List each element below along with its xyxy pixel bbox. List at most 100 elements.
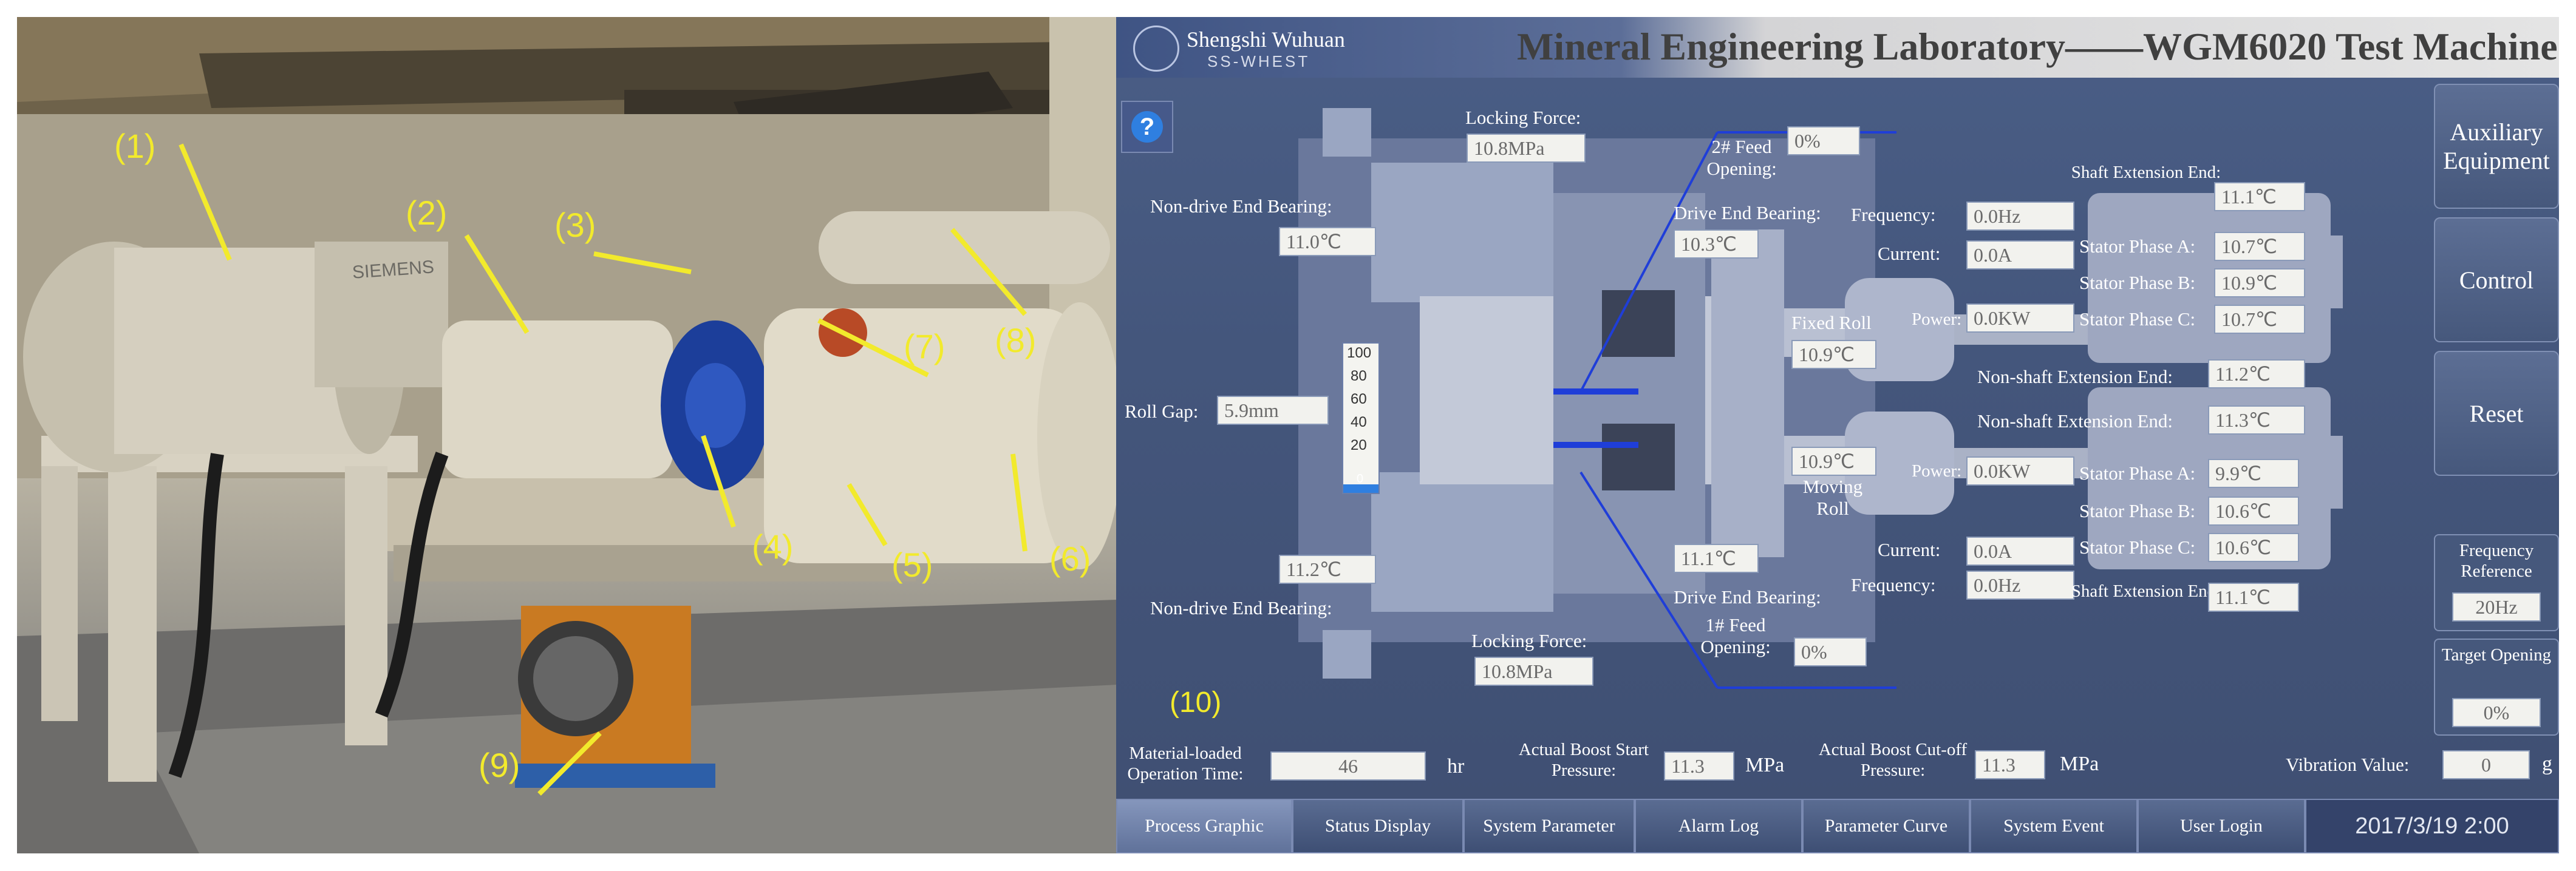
non-drive-bearing-bottom-value: 11.2℃ [1279,555,1376,584]
current-top-value: 0.0A [1966,240,2074,269]
frequency-reference-value[interactable]: 20Hz [2452,592,2541,622]
scale-tick: 0 [1357,472,1364,486]
help-icon: ? [1131,111,1163,143]
photo-label-4: (4) [752,527,794,566]
drive-bearing-top-value: 10.3℃ [1674,229,1759,259]
roll-gap-value: 5.9mm [1217,396,1329,425]
stator-c-top-value: 10.7℃ [2214,305,2305,334]
vibration-value: 0 [2442,750,2530,779]
feed-opening-2-value: 0% [1787,126,1860,155]
frequency-bottom-value: 0.0Hz [1966,571,2074,600]
fixed-roll-label: Fixed Roll [1791,312,1872,333]
frequency-reference-label: Frequency Reference [2459,541,2534,581]
op-time-value: 46 [1270,751,1426,781]
boost-cut-value: 11.3 [1975,750,2045,779]
photo-label-9: (9) [479,746,520,784]
scale-tick: 60 [1351,391,1367,407]
non-drive-bearing-top-label: Non-drive End Bearing: [1150,195,1332,217]
tab-system-event[interactable]: System Event [1970,799,2138,853]
photo-label-2: (2) [406,194,448,232]
frequency-bottom-label: Frequency: [1851,574,1936,595]
non-shaft-bottom-value: 11.3℃ [2208,405,2305,435]
stator-b-bottom-label: Stator Phase B: [2079,500,2196,521]
frequency-top-value: 0.0Hz [1966,202,2074,231]
photo-label-3: (3) [554,206,596,244]
moving-roll-label: Moving Roll [1802,476,1863,519]
boost-start-label: Actual Boost Start Pressure: [1518,740,1649,780]
boost-cut-label: Actual Boost Cut-off Pressure: [1818,740,1968,780]
datetime-panel: 2017/3/19 2:00 [2305,799,2559,853]
stator-a-top-value: 10.7℃ [2214,232,2305,261]
op-time-label: Material-loaded Operation Time: [1127,744,1244,784]
scale-tick: 40 [1351,414,1367,430]
power-top-value: 0.0KW [1966,303,2074,333]
photo-label-5: (5) [891,546,933,584]
stator-a-bottom-value: 9.9℃ [2208,459,2299,488]
power-bottom-label: Power: [1912,461,1962,481]
drive-bearing-bottom-value: 11.1℃ [1674,544,1759,573]
control-button[interactable]: Control [2434,217,2559,342]
feed-opening-2-label: 2# Feed Opening: [1706,136,1777,179]
help-button[interactable]: ? [1121,101,1173,153]
hmi-header [1116,17,2559,78]
stator-c-bottom-value: 10.6℃ [2208,533,2299,562]
target-opening-panel: Target Opening 0% [2434,639,2559,736]
photo-label-10: (10) [1170,686,1222,719]
boost-start-value: 11.3 [1664,751,1734,781]
hmi-screen: Shengshi Wuhuan SS-WHEST Mineral Enginee… [1116,17,2559,853]
current-top-label: Current: [1878,243,1941,264]
shaft-ext-bottom-label: Shaft Extension End: [2071,581,2221,601]
tab-system-parameter[interactable]: System Parameter [1463,799,1635,853]
power-top-label: Power: [1912,310,1962,329]
stator-c-bottom-label: Stator Phase C: [2079,537,2196,558]
datetime-display: 2017/3/19 2:00 [2355,813,2509,839]
tab-alarm-log[interactable]: Alarm Log [1635,799,1802,853]
drive-bearing-top-label: Drive End Bearing: [1674,202,1821,223]
stator-b-top-label: Stator Phase B: [2079,272,2196,293]
locking-force-top-value: 10.8MPa [1467,134,1586,163]
tab-parameter-curve[interactable]: Parameter Curve [1802,799,1970,853]
non-shaft-top-label: Non-shaft Extension End: [1977,366,2173,387]
locking-force-bottom-value: 10.8MPa [1474,657,1593,686]
tab-status-display[interactable]: Status Display [1292,799,1463,853]
company-subtitle: SS-WHEST [1207,52,1310,70]
hmi-title: Mineral Engineering Laboratory——WGM6020 … [1517,25,2558,68]
roll-gap-scale-fill [1343,484,1378,493]
locking-force-top-label: Locking Force: [1465,107,1581,128]
non-drive-bearing-top-value: 11.0℃ [1279,227,1376,256]
current-bottom-label: Current: [1878,539,1941,560]
auxiliary-equipment-button[interactable]: Auxiliary Equipment [2434,84,2559,209]
photo-label-6: (6) [1049,540,1091,578]
photo-label-7: (7) [904,327,946,365]
non-drive-bearing-bottom-label: Non-drive End Bearing: [1150,597,1332,619]
stator-a-bottom-label: Stator Phase A: [2079,463,2196,484]
shaft-ext-bottom-value: 11.1℃ [2208,583,2299,612]
reset-button[interactable]: Reset [2434,351,2559,476]
current-bottom-value: 0.0A [1966,537,2074,566]
tab-process-graphic[interactable]: Process Graphic [1116,799,1292,853]
vibration-label: Vibration Value: [2286,754,2410,775]
power-bottom-value: 0.0KW [1966,456,2074,486]
moving-roll-temp: 10.9℃ [1791,447,1876,476]
non-shaft-bottom-label: Non-shaft Extension End: [1977,410,2173,432]
target-opening-label: Target Opening [2441,645,2552,665]
feed-opening-1-label: 1# Feed Opening: [1700,614,1771,657]
shaft-ext-top-value: 11.1℃ [2214,182,2305,211]
tab-user-login[interactable]: User Login [2138,799,2305,853]
photo-label-1: (1) [114,127,156,165]
frequency-reference-panel: Frequency Reference 20Hz [2434,534,2559,631]
target-opening-value[interactable]: 0% [2452,698,2541,727]
roll-gap-scale: 100 80 60 40 20 0 [1342,342,1380,494]
company-logo-icon [1133,25,1179,72]
fixed-roll-temp: 10.9℃ [1791,340,1876,369]
stator-b-bottom-value: 10.6℃ [2208,497,2299,526]
stator-b-top-value: 10.9℃ [2214,268,2305,297]
boost-cut-unit: MPa [2060,753,2099,775]
scale-tick: 100 [1347,345,1372,361]
machine-illustration [17,17,1117,853]
feed-opening-1-value: 0% [1794,637,1867,666]
non-shaft-top-value: 11.2℃ [2208,359,2305,388]
boost-start-unit: MPa [1745,754,1785,776]
scale-tick: 20 [1351,437,1367,453]
shaft-ext-top-label: Shaft Extension End: [2071,163,2221,182]
